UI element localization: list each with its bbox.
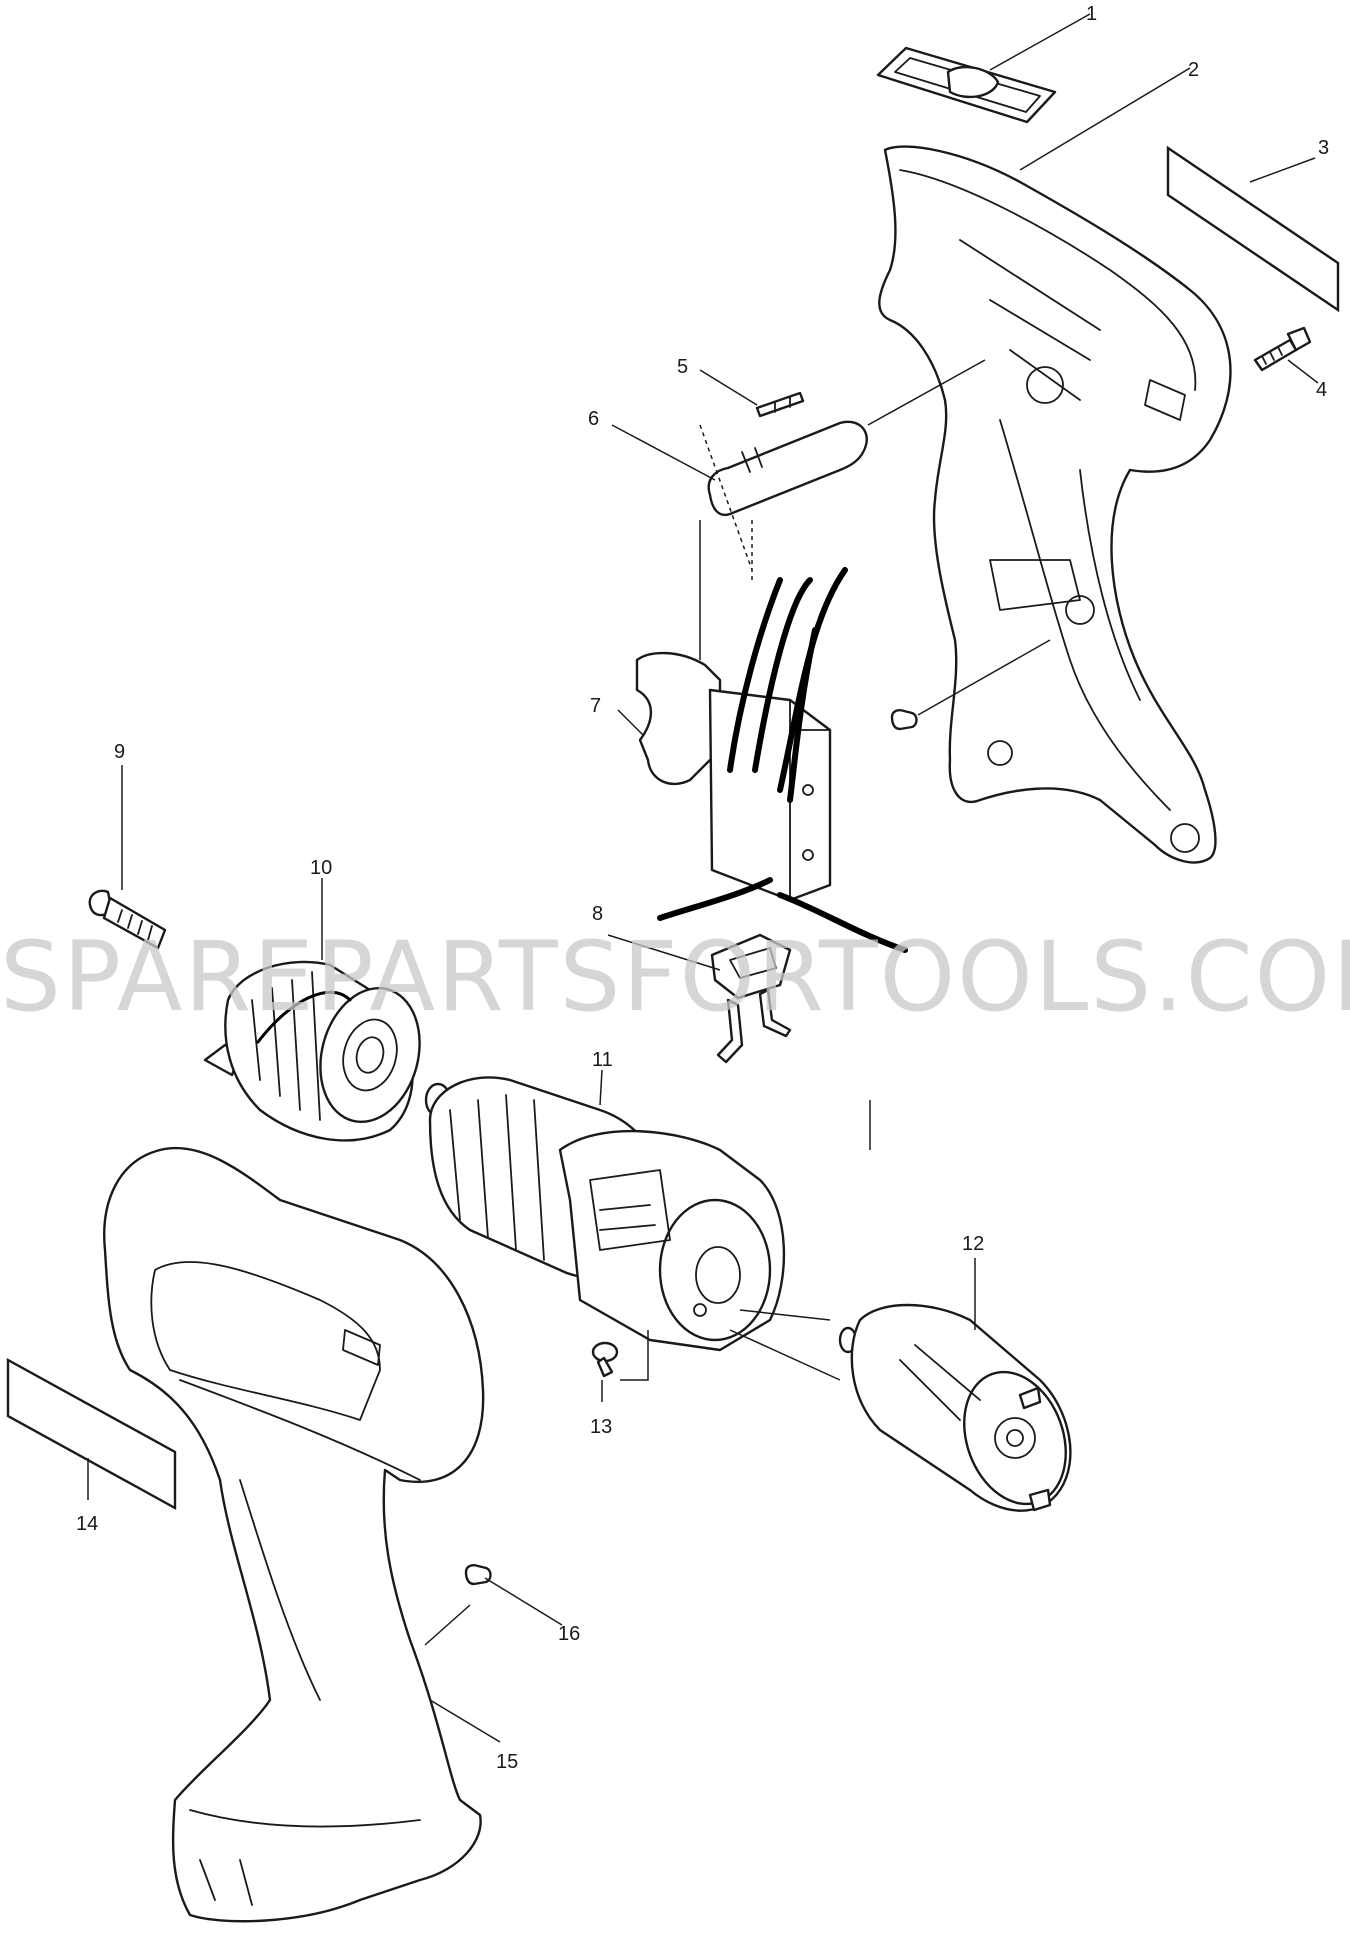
- callout-14: 14: [76, 1513, 98, 1535]
- part-14-label: [6, 1357, 177, 1511]
- part-8-terminal: [710, 933, 792, 1064]
- callout-9: 9: [114, 741, 125, 763]
- part-5-pin: [755, 391, 805, 418]
- part-16-plug: [464, 709, 918, 1586]
- part-4-screw: [1253, 326, 1312, 372]
- callout-12: 12: [962, 1233, 984, 1255]
- leader-lines: [87, 13, 1319, 1743]
- part-2-housing-half: [878, 145, 1232, 864]
- part-10-chuck: [203, 960, 421, 1142]
- callout-1: 1: [1086, 3, 1097, 25]
- part-12-motor: [838, 1303, 1072, 1512]
- part-9-bolt: [88, 889, 167, 950]
- callout-4: 4: [1316, 379, 1327, 401]
- callout-2: 2: [1188, 59, 1199, 81]
- callout-16: 16: [558, 1623, 580, 1645]
- part-11-gear-assembly: [424, 1076, 786, 1352]
- watermark-text: SPAREPARTSFORTOOLS.COM.AU: [0, 921, 1350, 1033]
- callout-numbers: 1 2 3 4 5 6 7 8 9 10 11 12 13 14 15 16: [76, 3, 1329, 1773]
- callout-11: 11: [592, 1049, 613, 1071]
- part-7-switch: [635, 567, 908, 953]
- callout-6: 6: [588, 408, 599, 430]
- callout-13: 13: [590, 1416, 612, 1438]
- callout-3: 3: [1318, 137, 1329, 159]
- part-13-screw: [591, 1341, 619, 1378]
- part-3-label: [1166, 145, 1340, 313]
- part-1-cover-plate: [876, 46, 1057, 124]
- callout-15: 15: [496, 1751, 518, 1773]
- part-15-housing-half: [103, 1146, 485, 1923]
- callout-10: 10: [310, 857, 332, 879]
- callout-8: 8: [592, 903, 603, 925]
- callout-7: 7: [590, 695, 601, 717]
- part-6-lever: [707, 420, 868, 517]
- callout-5: 5: [677, 356, 688, 378]
